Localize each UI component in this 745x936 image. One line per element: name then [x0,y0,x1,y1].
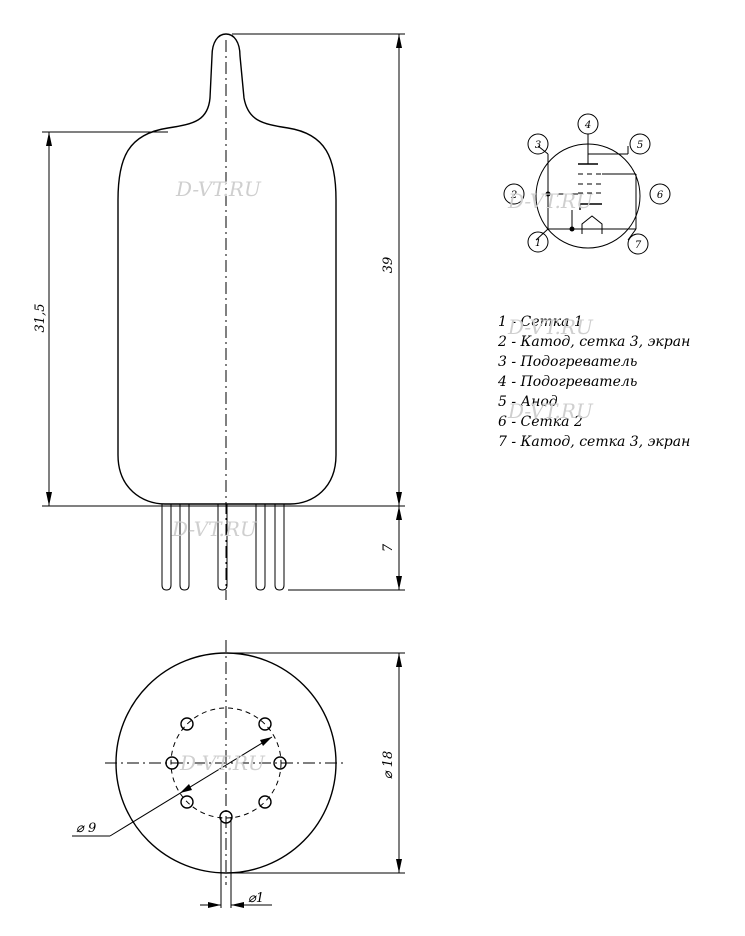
pin-3 [217,504,228,591]
pin-hole [258,717,272,731]
dim-pin-circle: ⌀ 9 [76,821,96,836]
pin-hole [219,810,233,824]
pin-hole [180,717,194,731]
heater [581,215,603,234]
pin-label-3: 3 [535,140,541,151]
watermark: D-VT.RU [171,517,258,541]
legend-item: 1 - Сетка 1 [498,314,583,330]
watermark: D-VT.RU [175,177,262,201]
watermark: D-VT.RU [507,189,594,213]
dim-pin-diameter: ⌀1 [248,891,264,906]
dim-bulb-height: 31,5 [33,304,48,333]
tube-side-view [117,33,337,600]
pin-label-2: 2 [510,190,517,201]
legend-item: 3 - Подогреватель [498,354,637,370]
pin-label-5: 5 [637,140,643,151]
pin-label-6: 6 [657,190,664,201]
pin-legend: 1 - Сетка 1 2 - Катод, сетка 3, экран 3 … [497,314,690,450]
watermark: D-VT.RU [507,399,594,423]
pin-label-1: 1 [535,238,541,249]
watermark: D-VT.RU [179,751,266,775]
side-dimensions: 31,5 39 7 [33,33,405,591]
pin-1 [161,504,172,591]
legend-item: 4 - Подогреватель [497,374,637,390]
pinout-schematic: 1 2 3 4 5 6 7 [503,113,671,255]
cathode [579,203,602,210]
pin-2 [179,504,190,591]
pin-5 [274,504,285,591]
bulb-outline [117,33,337,505]
pin-hole [165,756,179,770]
dim-total-height: 39 [381,257,396,274]
watermarks: D-VT.RU D-VT.RU D-VT.RU D-VT.RU D-VT.RU … [171,177,594,775]
pin-label-4: 4 [584,120,591,131]
dim-pin-length: 7 [381,543,396,552]
watermark: D-VT.RU [507,315,594,339]
legend-item: 2 - Катод, сетка 3, экран [497,334,690,350]
pin-label-7: 7 [635,240,642,251]
pin-4 [255,504,266,591]
pin-group [161,504,285,591]
legend-item: 7 - Катод, сетка 3, экран [498,434,690,450]
pin-hole [180,795,194,809]
bottom-dimensions: ⌀ 18 ⌀ 9 ⌀1 [72,652,405,908]
legend-item: 6 - Сетка 2 [498,414,583,430]
legend-item: 5 - Анод [498,394,558,410]
dim-bulb-diameter: ⌀ 18 [381,751,396,780]
pin-hole [258,795,272,809]
pin-hole [273,756,287,770]
